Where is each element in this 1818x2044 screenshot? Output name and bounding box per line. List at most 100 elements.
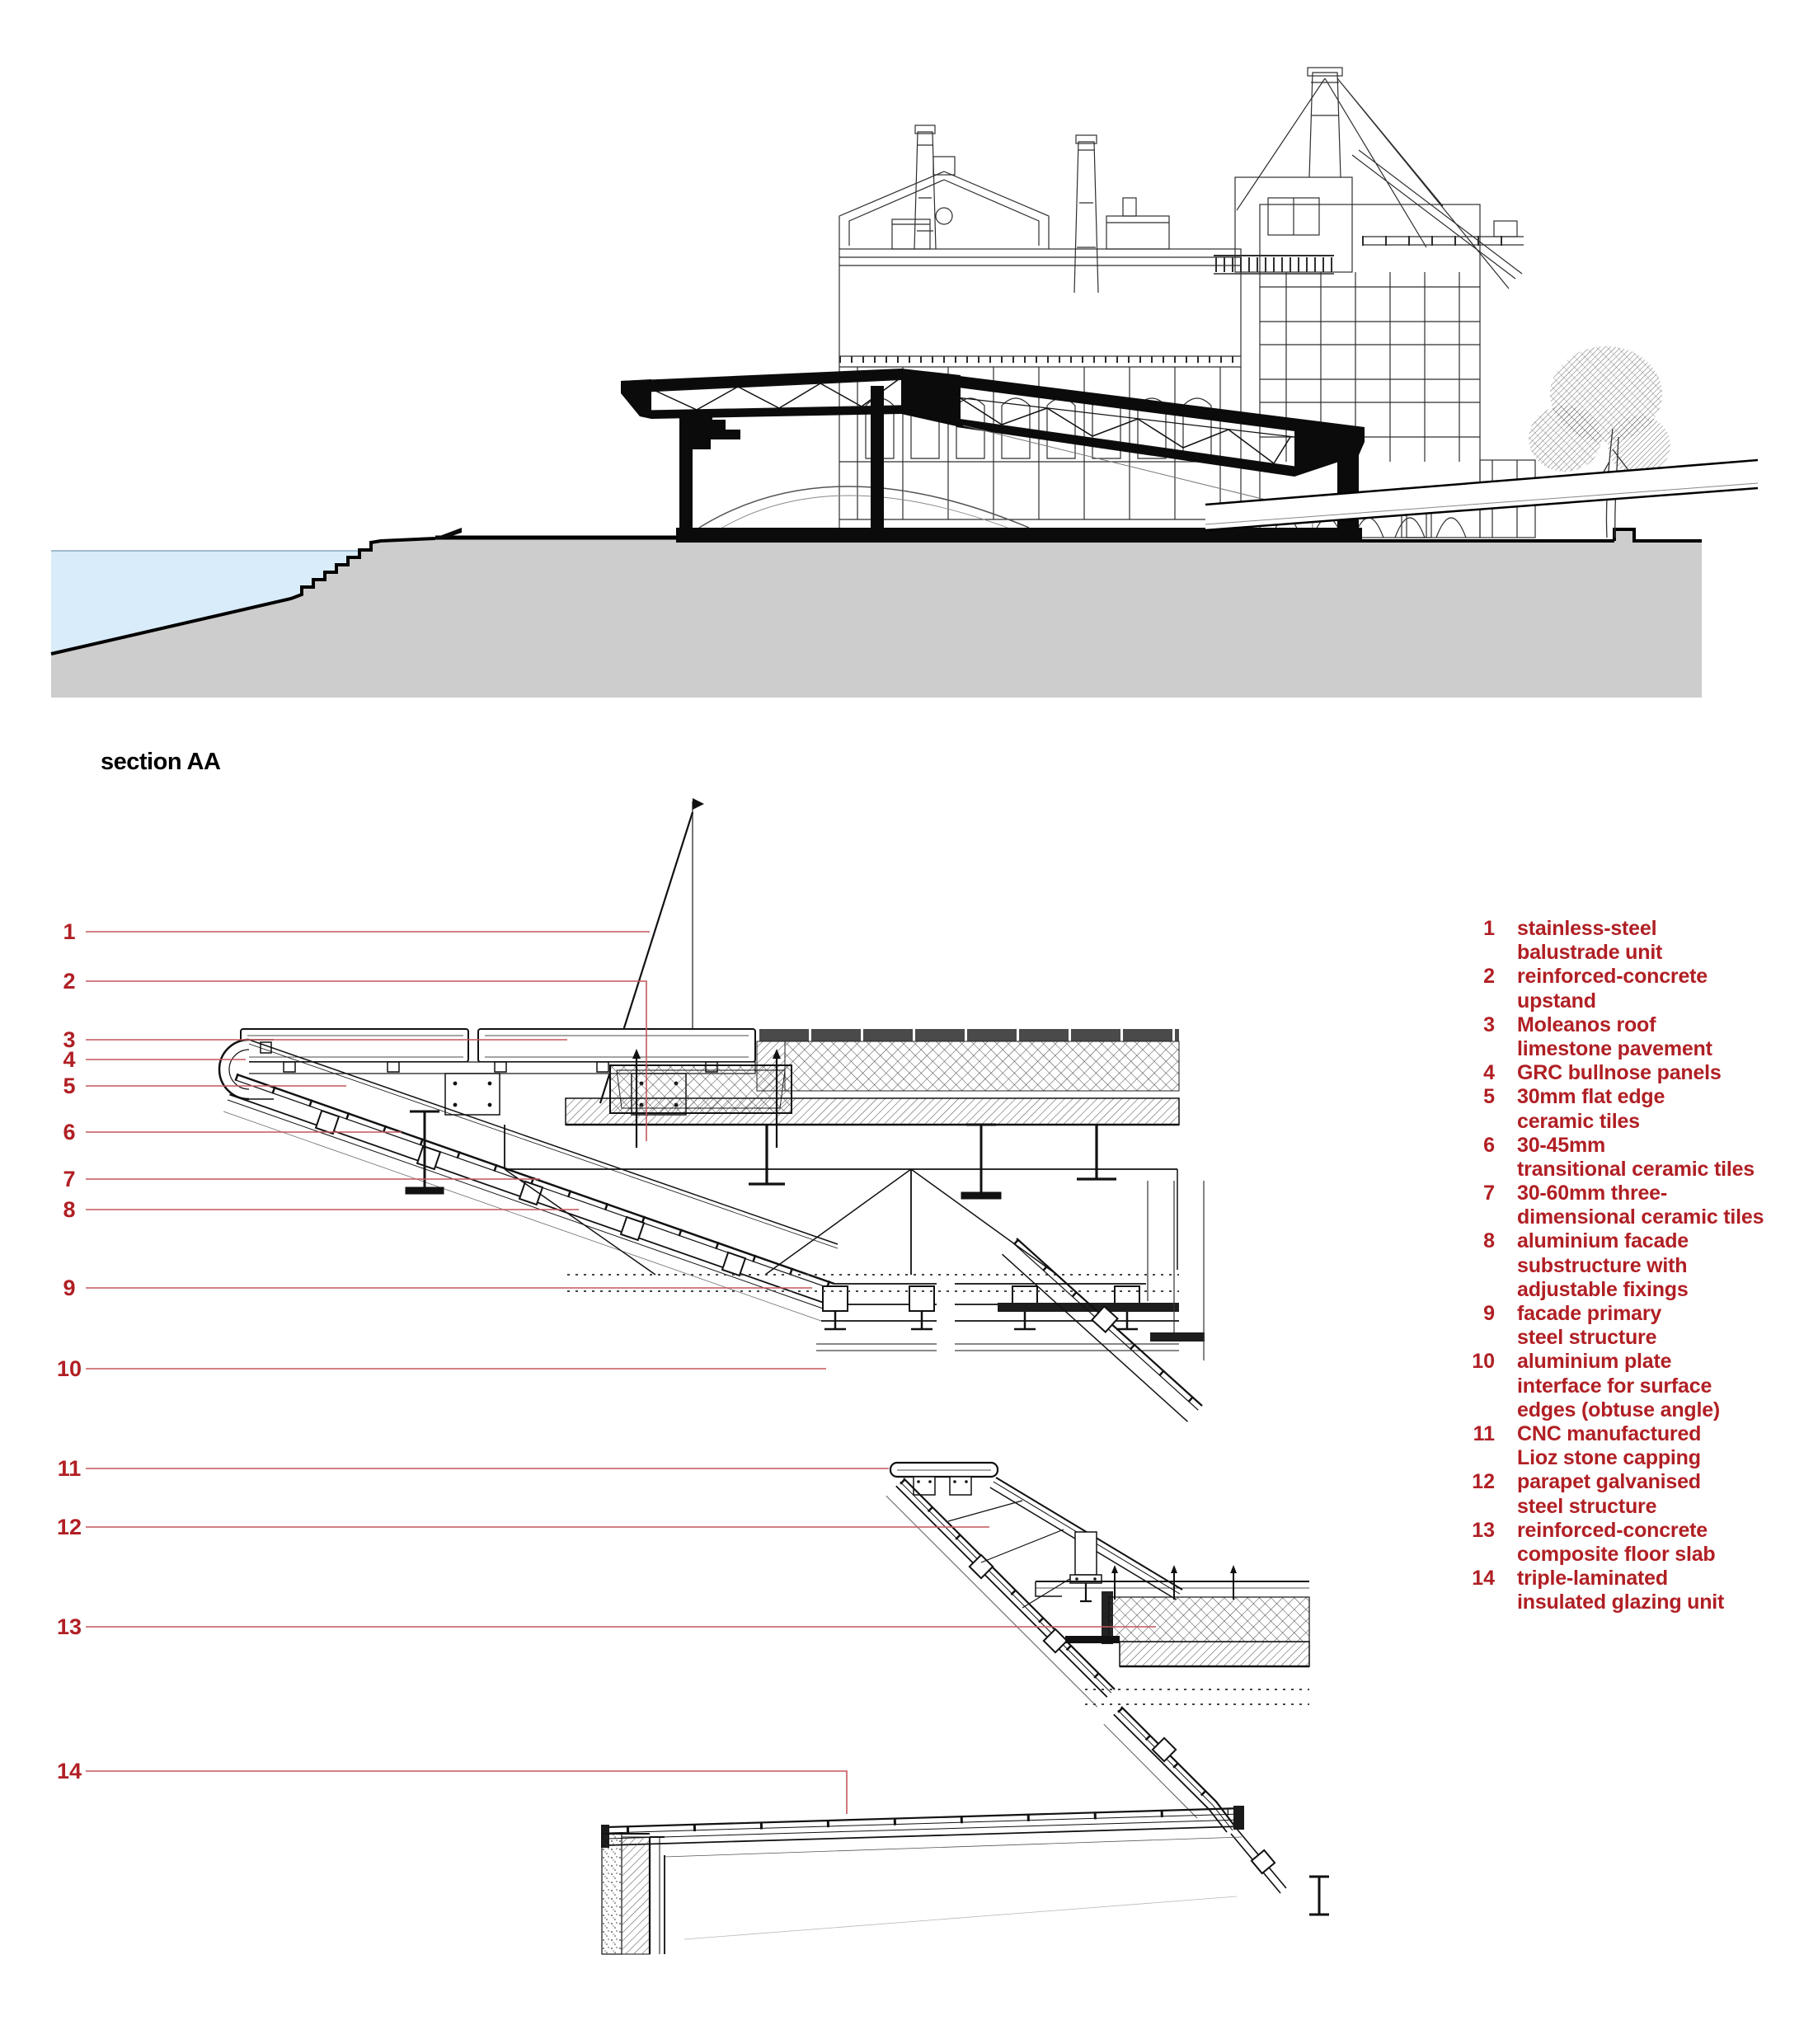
legend-row: interface for surface [1448, 1374, 1802, 1398]
footbridge [1205, 458, 1759, 532]
legend-item-number [1448, 1278, 1495, 1302]
legend-item-number [1448, 1326, 1495, 1350]
legend-item-number: 3 [1483, 1013, 1495, 1036]
legend-item-number: 14 [1472, 1567, 1495, 1591]
legend-item-text: reinforced-concrete [1517, 1518, 1708, 1542]
legend-item-number [1448, 1495, 1495, 1519]
legend-item-number: 12 [1472, 1470, 1495, 1494]
legend-item-number: 13 [1472, 1518, 1495, 1542]
callout-number-5: 5 [63, 1074, 75, 1098]
site-section-drawing [50, 67, 1759, 698]
callout-number-4: 4 [63, 1047, 75, 1072]
legend-item-number: 6 [1483, 1133, 1495, 1157]
legend-item-text: GRC bullnose panels [1517, 1061, 1722, 1085]
legend-row: ceramic tiles [1448, 1110, 1802, 1134]
legend-item-text: aluminium plate [1517, 1350, 1672, 1374]
legend-item-number: 10 [1472, 1350, 1495, 1374]
legend-item-text: steel structure [1517, 1494, 1657, 1518]
legend-row: balustrade unit [1448, 941, 1802, 965]
legend-item-number [1448, 1543, 1495, 1567]
legend-item-number [1448, 1398, 1495, 1422]
stone-capping [889, 1461, 999, 1496]
callout-number-10: 10 [57, 1356, 82, 1381]
legend-item-number: 7 [1483, 1182, 1495, 1205]
legend-item-number [1448, 1205, 1495, 1229]
legend-item-number [1448, 1374, 1495, 1398]
legend-row: transitional ceramic tiles [1448, 1158, 1802, 1182]
legend-item-number [1448, 941, 1495, 965]
tree [1529, 346, 1670, 538]
power-station-elevation [839, 67, 1536, 538]
wall-section [601, 1833, 665, 1955]
legend-item-text: stainless-steel [1517, 917, 1657, 940]
legend-item-text: triple-laminated [1517, 1567, 1668, 1591]
legend-item-number: 11 [1473, 1421, 1495, 1445]
legend-row: adjustable fixings [1448, 1278, 1802, 1302]
legend-row: dimensional ceramic tiles [1448, 1205, 1802, 1229]
legend-row: 14 triple-laminated [1448, 1567, 1802, 1591]
legend-item-text: substructure with [1517, 1253, 1688, 1277]
legend-item-text: Lioz stone capping [1517, 1446, 1701, 1470]
legend-item-text: upstand [1517, 989, 1596, 1013]
legend-item-text: parapet galvanised [1517, 1470, 1701, 1494]
legend-row: Lioz stone capping [1448, 1446, 1802, 1470]
legend-row: 1 stainless-steel [1448, 917, 1802, 941]
legend-row: edges (obtuse angle) [1448, 1398, 1802, 1422]
callout-number-6: 6 [63, 1120, 75, 1144]
legend-item-text: adjustable fixings [1517, 1277, 1689, 1301]
legend-item-text: steel structure [1517, 1326, 1657, 1350]
legend-row: insulated glazing unit [1448, 1591, 1802, 1614]
legend-item-number [1448, 1110, 1495, 1134]
legend-item-number [1448, 1254, 1495, 1278]
right-facade-fold [1001, 1238, 1204, 1422]
parapet-steel-structure [947, 1477, 1183, 1609]
concrete-upstand [609, 1049, 792, 1148]
legend-item-text: 30-60mm three- [1517, 1182, 1668, 1205]
legend-row: substructure with [1448, 1254, 1802, 1278]
legend-item-text: 30mm flat edge [1517, 1085, 1665, 1109]
callout-number-12: 12 [57, 1515, 82, 1539]
primary-steel-truss [405, 1110, 1178, 1276]
callout-number-9: 9 [63, 1276, 75, 1300]
ground-section [50, 528, 1702, 698]
legend-item-number: 4 [1483, 1061, 1495, 1085]
parapet-outer-face [886, 1478, 1116, 1708]
legend-item-number [1448, 1158, 1495, 1182]
facade-detail-upper [218, 798, 1205, 1422]
legend-item-text: insulated glazing unit [1517, 1591, 1725, 1614]
facade-detail-lower [601, 1461, 1329, 1955]
legend-item-number [1448, 1446, 1495, 1470]
facade-soffit [816, 1181, 1205, 1360]
legend-row: 12 parapet galvanised [1448, 1470, 1802, 1494]
callout-number-14: 14 [57, 1759, 82, 1783]
river-water [51, 550, 364, 655]
legend-item-number: 2 [1483, 965, 1495, 989]
legend-item-text: balustrade unit [1517, 941, 1663, 965]
roof-pavement [756, 1029, 1180, 1092]
legend-row: 4 GRC bullnose panels [1448, 1061, 1802, 1085]
legend-item-text: aluminium facade [1517, 1229, 1689, 1253]
legend-row: 10 aluminium plate [1448, 1350, 1802, 1374]
legend-item-text: transitional ceramic tiles [1517, 1157, 1755, 1181]
legend-item-text: edges (obtuse angle) [1517, 1398, 1721, 1421]
legend-item-text: limestone pavement [1517, 1036, 1712, 1060]
legend-row: limestone pavement [1448, 1037, 1802, 1061]
legend-row: upstand [1448, 989, 1802, 1013]
legend-row: steel structure [1448, 1326, 1802, 1350]
legend-item-number: 1 [1483, 917, 1495, 940]
section-label: section AA [101, 749, 221, 775]
legend-item-number [1448, 1591, 1495, 1614]
legend-item-number [1448, 1037, 1495, 1061]
legend-item-number: 9 [1483, 1302, 1495, 1325]
legend-item-number: 8 [1483, 1229, 1495, 1253]
